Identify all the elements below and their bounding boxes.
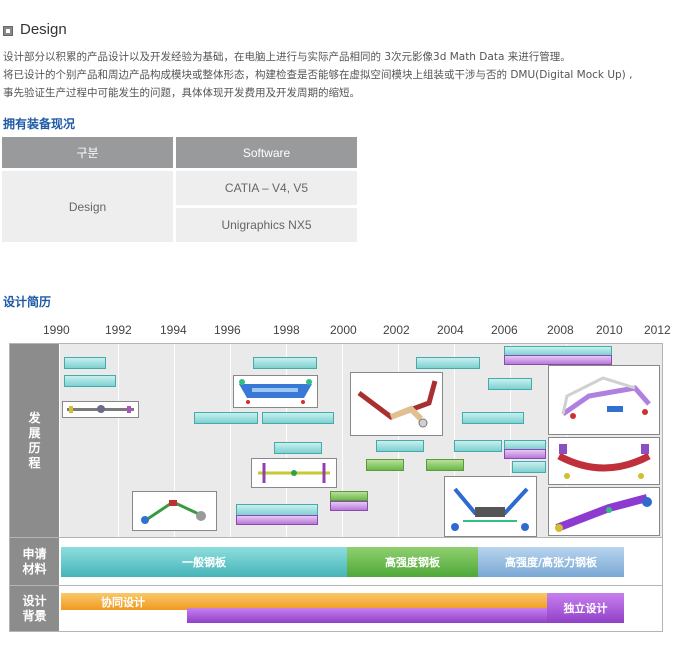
year-label: 2002 [383,323,410,337]
year-label: 2000 [330,323,357,337]
project-bar [64,375,116,387]
year-label: 1992 [105,323,132,337]
year-label: 2012 [644,323,671,337]
material-high-tensile-steel: 高强度/高张力钢板 [478,547,624,577]
table-cell-software-2: Unigraphics NX5 [176,208,357,242]
row-divider [10,537,662,538]
year-label: 1994 [160,323,187,337]
year-label: 1990 [43,323,70,337]
project-bar-green [330,491,368,501]
section-bullet-icon [3,26,13,36]
project-bar [274,442,322,454]
material-high-strength-steel: 高强度钢板 [347,547,478,577]
part-image-frame-red [548,437,660,485]
year-label: 2006 [491,323,518,337]
project-bar [194,412,258,424]
gridline [230,344,231,537]
part-image-lower-arm [548,487,660,536]
part-image-axle [62,401,139,418]
project-bar [262,412,334,424]
part-image-subframe [444,476,537,537]
year-label: 1998 [273,323,300,337]
project-bar-purple [236,515,318,525]
part-image-control-arm [132,491,217,531]
year-label: 2004 [437,323,464,337]
table-header-software: Software [176,137,357,168]
project-bar-green [426,459,464,471]
gridline [342,344,343,537]
project-bar [64,357,106,369]
design-collaborative: 协同设计 [61,593,547,610]
project-bar [454,440,502,452]
gridline [286,344,287,537]
equipment-section-title: 拥有装备现况 [3,117,76,131]
material-general-steel: 一般钢板 [61,547,347,577]
design-independent: 独立设计 [547,593,624,623]
page-title: Design [20,21,67,38]
project-bar-purple [330,501,368,511]
project-bar [488,378,532,390]
year-label: 2010 [596,323,623,337]
gridline [118,344,119,537]
part-image-crossmember [233,375,318,408]
project-bar [376,440,424,452]
gridline [174,344,175,537]
project-bar-purple [504,355,612,365]
project-bar [416,357,480,369]
table-header-category: 구분 [2,137,173,168]
table-cell-category: Design [2,171,173,242]
description-line-3: 事先验证生产过程中可能发生的问题，具体体现开发费用及开发周期的缩短。 [3,87,360,99]
row-label-background: 设计背景 [10,586,59,631]
table-cell-software-1: CATIA – V4, V5 [176,171,357,205]
description-line-2: 将已设计的个别产品和周边产品构成模块或整体形态，构建检查是否能够在虚拟空间模块上… [3,69,633,81]
part-image-frame-purple [548,365,660,435]
row-label-material: 申请材料 [10,538,59,585]
description-line-1: 设计部分以积累的产品设计以及开发经验为基础，在电脑上进行与实际产品相同的 3次元… [3,51,571,63]
project-bar-green [366,459,404,471]
project-bar [462,412,524,424]
project-bar [512,461,546,473]
part-image-stabilizer [251,458,337,488]
year-label: 1996 [214,323,241,337]
row-divider [10,585,662,586]
part-image-knuckle [350,372,443,436]
project-bar-purple [504,449,546,459]
design-independent-track [187,608,624,623]
history-section-title: 设计简历 [3,295,52,309]
row-label-development: 发展历程 [10,344,59,537]
year-label: 2008 [547,323,574,337]
project-bar [253,357,317,369]
